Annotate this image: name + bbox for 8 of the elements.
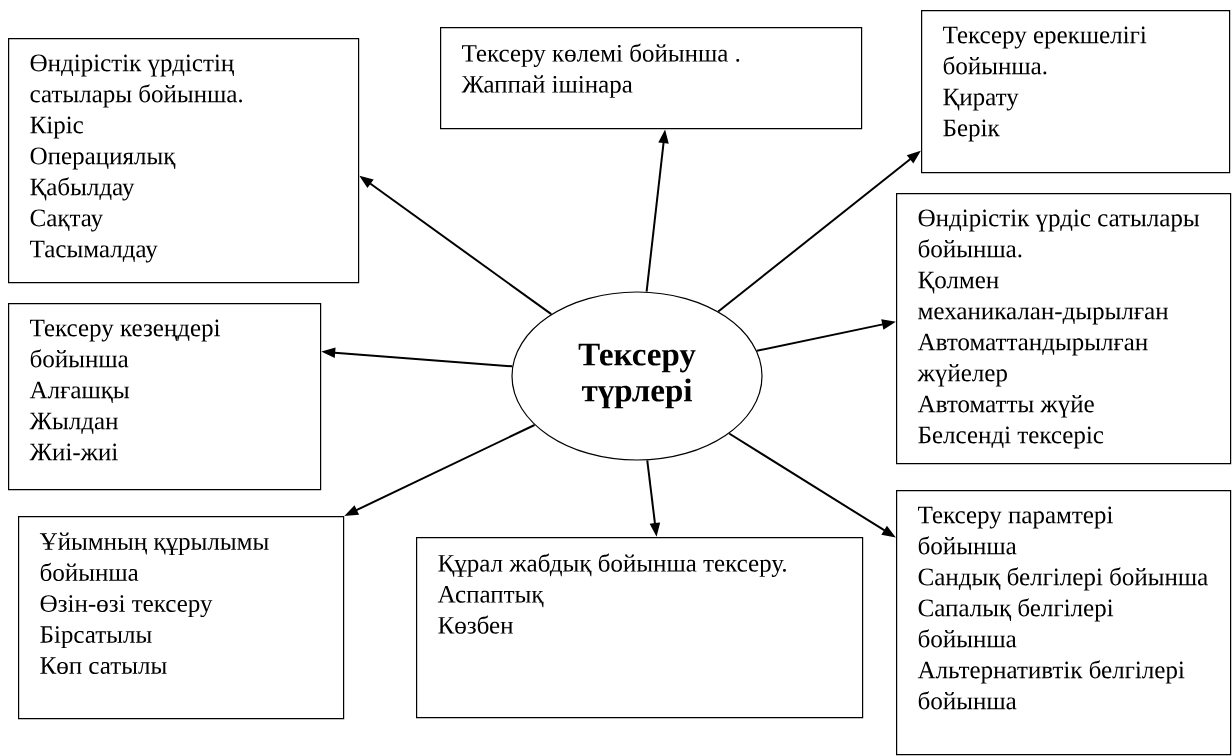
category-box: Тексеру көлемі бойынша . Жаппай ішінара (440, 27, 863, 130)
category-box: Өндірістік үрдістің сатылары бойынша. Кіріс Операциялық Қабылдау Сақтау Тасымалдау (8, 38, 360, 284)
category-box: Тексеру кезеңдері бойынша Алғашқы Жылдан Жиі-жиі (8, 303, 322, 491)
category-box: Өндірістік үрдіс сатылары бойынша. Қолмен механикалан-дырылған Автоматтандырылған жүйелер Автоматты жүйе Белсенді тексеріс (896, 193, 1232, 465)
category-box: Құрал жабдық бойынша тексеру. Аспаптық Көзбен (416, 537, 864, 719)
category-box: Тексеру ерекшелігі бойынша. Қирату Берік (921, 10, 1231, 174)
category-box: Тексеру парамтері бойынша Сандық белгілері бойынша Сапалық белгілері бойынша Альтернативтік белгілері бойынша (896, 490, 1232, 756)
category-box: Ұйымның құрылымы бойынша Өзін-өзі тексеру Бірсатылы Көп сатылы (18, 516, 345, 720)
